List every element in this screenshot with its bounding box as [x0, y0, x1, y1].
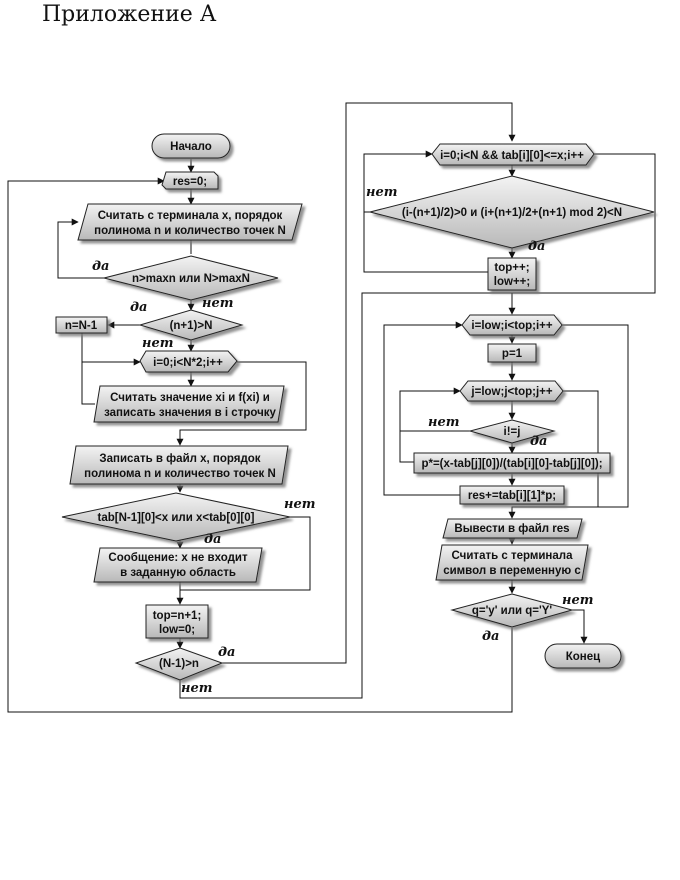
start-terminal: Начало — [151, 133, 231, 159]
read-input-block: Считать с терминала x, порядок полинома … — [77, 203, 303, 241]
loop-i-label: i=0;i<N*2;i++ — [153, 357, 223, 369]
write-res-label: Вывести в файл res — [454, 523, 569, 535]
top-low-label-1: top=n+1; — [153, 610, 202, 622]
check-q-label: q='y' или q='Y' — [472, 605, 553, 617]
res-update-label: res+=tab[i][1]*p; — [468, 490, 556, 502]
read-symbol-label-1: Считать с терминала — [452, 550, 574, 562]
write-res-block: Вывести в файл res — [442, 518, 583, 539]
read-xi-block: Считать значение xi и f(xi) и записать з… — [93, 385, 285, 423]
inc-block: top++; low++; — [487, 257, 537, 291]
cond-search-decision: (i-(n+1)/2)>0 и (i+(n+1)/2+(n+1) mod 2)<… — [369, 175, 655, 249]
p-update-label: p*=(x-tab[j][0])/(tab[i][0]-tab[j][0]); — [421, 458, 602, 470]
read-input-label-2: полинома n и количество точек N — [94, 225, 286, 237]
label-yes-check-range: да — [204, 532, 221, 547]
end-label: Конец — [566, 651, 600, 663]
loop-i-block: i=0;i<N*2;i++ — [139, 350, 238, 373]
label-yes-check-max: да — [92, 259, 109, 274]
end-terminal: Конец — [544, 643, 622, 669]
read-symbol-label-2: символ в переменную с — [443, 565, 581, 577]
message-label-1: Сообщение: x не входит — [108, 552, 248, 564]
check-q-decision: q='y' или q='Y' — [450, 593, 574, 628]
page-title: Приложение А — [42, 2, 217, 27]
label-no-check-max: нет — [202, 296, 234, 311]
check-ij-label: i!=j — [504, 426, 521, 438]
label-yes-cond-search: да — [528, 239, 545, 254]
check-max-label: n>maxn или N>maxN — [132, 273, 250, 285]
top-low-label-2: low=0; — [159, 624, 195, 636]
res-init-label: res=0; — [173, 176, 207, 188]
loop-inner-label: j=low;j<top;j++ — [470, 386, 552, 398]
loop-search-block: i=0;i<N && tab[i][0]<=x;i++ — [431, 143, 595, 166]
label-no-check-n-minus: нет — [181, 681, 213, 696]
check-n-minus-decision: (N-1)>n — [134, 647, 224, 681]
loop-search-label: i=0;i<N && tab[i][0]<=x;i++ — [440, 150, 584, 162]
write-file-label-1: Записать в файл x, порядок — [99, 453, 260, 465]
write-file-block: Записать в файл x, порядок полинома n и … — [69, 445, 289, 485]
loop-inner-block: j=low;j<top;j++ — [459, 380, 564, 402]
res-update-block: res+=tab[i][1]*p; — [459, 485, 565, 505]
branch-labels: да нет да нет нет да да нет нет да нет д… — [92, 185, 594, 696]
label-yes-check-q: да — [482, 629, 499, 644]
check-range-label: tab[N-1][0]<x или x<tab[0][0] — [98, 512, 255, 524]
res-init-block: res=0; — [161, 171, 219, 190]
label-no-cond-search: нет — [366, 185, 398, 200]
start-label: Начало — [170, 141, 212, 153]
check-max-decision: n>maxn или N>maxN — [103, 255, 279, 301]
label-no-check-q: нет — [562, 593, 594, 608]
message-label-2: в заданную область — [120, 567, 236, 579]
p-init-label: p=1 — [502, 348, 523, 360]
write-file-label-2: полинома n и количество точек N — [84, 468, 276, 480]
label-no-check-n1: нет — [142, 336, 174, 351]
read-symbol-block: Считать с терминала символ в переменную … — [435, 544, 589, 581]
label-yes-check-ij: да — [530, 434, 547, 449]
label-no-check-range: нет — [284, 497, 316, 512]
top-low-block: top=n+1; low=0; — [145, 604, 209, 639]
p-init-block: p=1 — [487, 343, 537, 363]
connector-lines — [7, 102, 656, 713]
loop-outer-label: i=low;i<top;i++ — [471, 320, 552, 332]
label-no-check-ij: нет — [428, 415, 460, 430]
check-n-minus-label: (N-1)>n — [159, 658, 199, 670]
cond-search-label: (i-(n+1)/2)>0 и (i+(n+1)/2+(n+1) mod 2)<… — [402, 207, 622, 219]
message-block: Сообщение: x не входит в заданную област… — [93, 547, 263, 583]
label-yes-check-n1: да — [130, 300, 147, 315]
n-dec-label: n=N-1 — [65, 320, 98, 332]
inc-label-1: top++; — [494, 262, 529, 274]
check-n1-decision: (n+1)>N — [138, 309, 244, 341]
check-range-decision: tab[N-1][0]<x или x<tab[0][0] — [61, 492, 291, 542]
read-input-label-1: Считать с терминала x, порядок — [98, 210, 283, 222]
read-xi-label-1: Считать значение xi и f(xi) и — [110, 392, 270, 404]
check-n1-label: (n+1)>N — [170, 320, 213, 332]
label-yes-check-n-minus: да — [218, 645, 235, 660]
p-update-block: p*=(x-tab[j][0])/(tab[i][0]-tab[j][0]); — [413, 452, 611, 474]
inc-label-2: low++; — [494, 276, 530, 288]
loop-outer-block: i=low;i<top;i++ — [461, 314, 563, 336]
check-ij-decision: i!=j — [468, 419, 556, 444]
n-dec-block: n=N-1 — [55, 316, 108, 334]
read-xi-label-2: записать значения в i строчку — [104, 407, 276, 419]
